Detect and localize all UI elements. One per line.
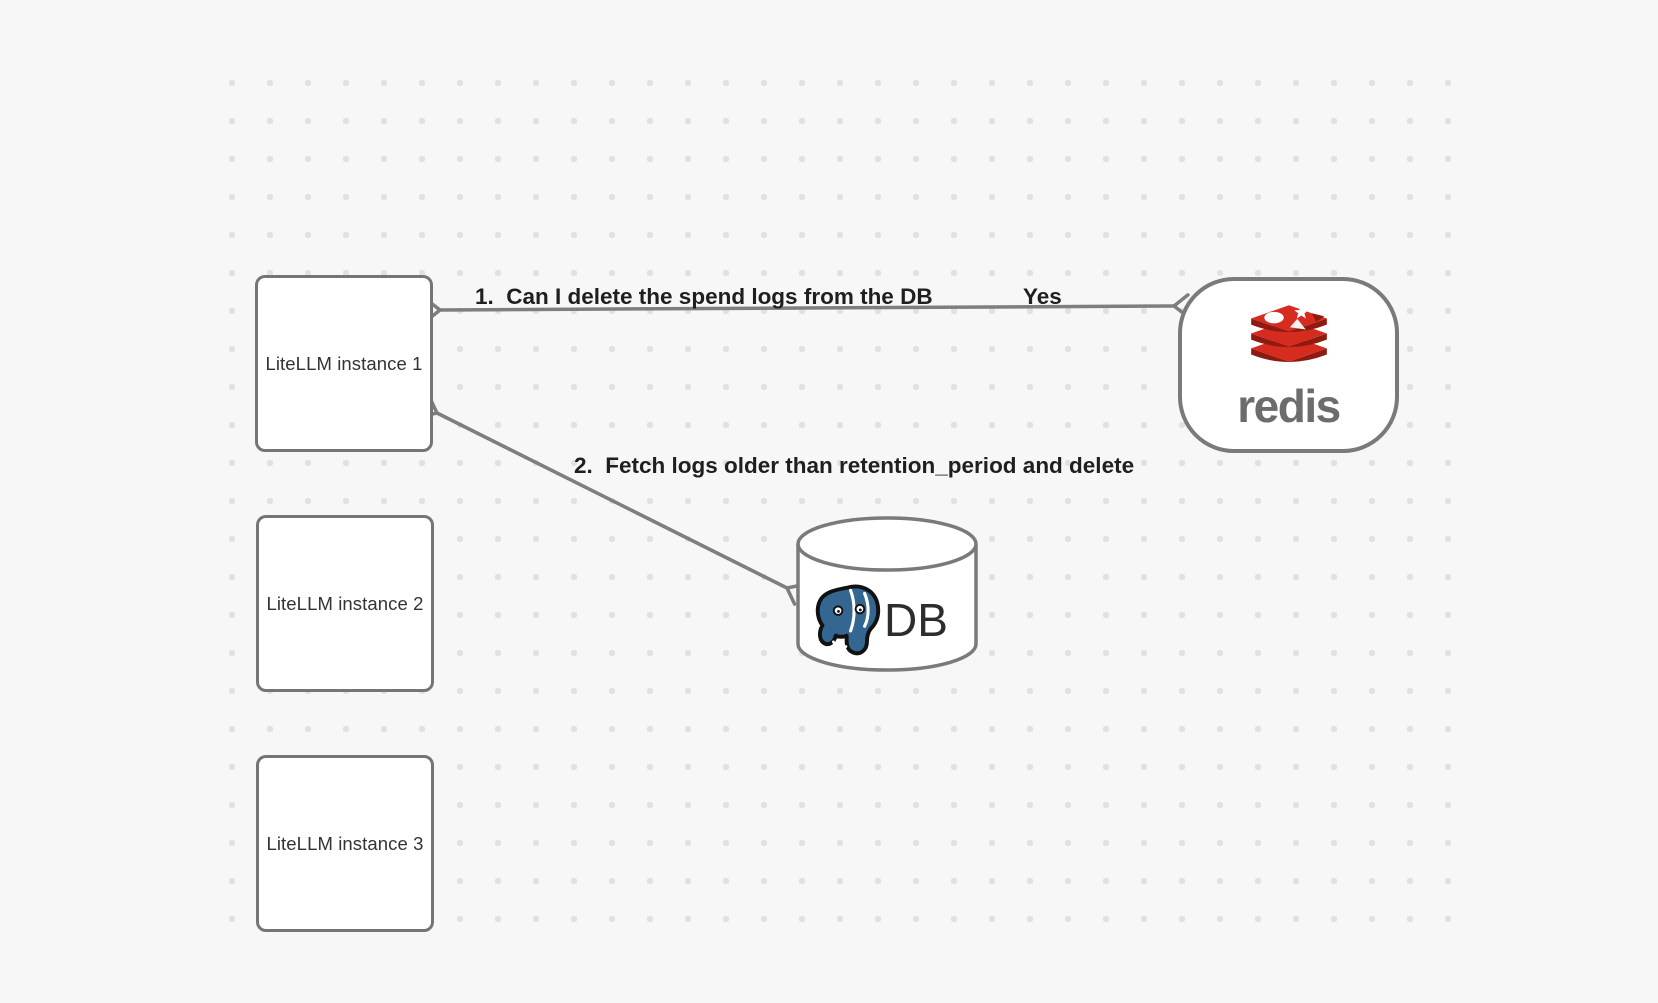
database-label: DB [884,594,948,646]
edge-arrow-can-i-delete[interactable] [424,293,1190,323]
postgresql-elephant-icon [815,584,881,656]
redis-stack-icon [1250,305,1327,363]
node-redis[interactable]: redis [1178,277,1399,453]
database-content: DB [810,578,964,662]
edge-arrow-fetch-logs[interactable] [417,395,807,606]
node-litellm-instance-1[interactable]: LiteLLM instance 1 [255,275,433,452]
node-label: LiteLLM instance 3 [266,832,424,854]
edge-label-yes[interactable]: Yes [1023,284,1062,309]
node-litellm-instance-2[interactable]: LiteLLM instance 2 [256,515,434,692]
node-database[interactable]: DB [794,514,980,676]
node-label: LiteLLM instance 2 [266,592,424,614]
edge-label-fetch-logs[interactable]: 2. Fetch logs older than retention_perio… [574,453,1135,478]
node-litellm-instance-3[interactable]: LiteLLM instance 3 [256,755,434,932]
node-label: LiteLLM instance 1 [265,352,423,374]
edge-label-can-i-delete[interactable]: 1. Can I delete the spend logs from the … [475,284,933,309]
redis-wordmark: redis [1237,380,1341,432]
